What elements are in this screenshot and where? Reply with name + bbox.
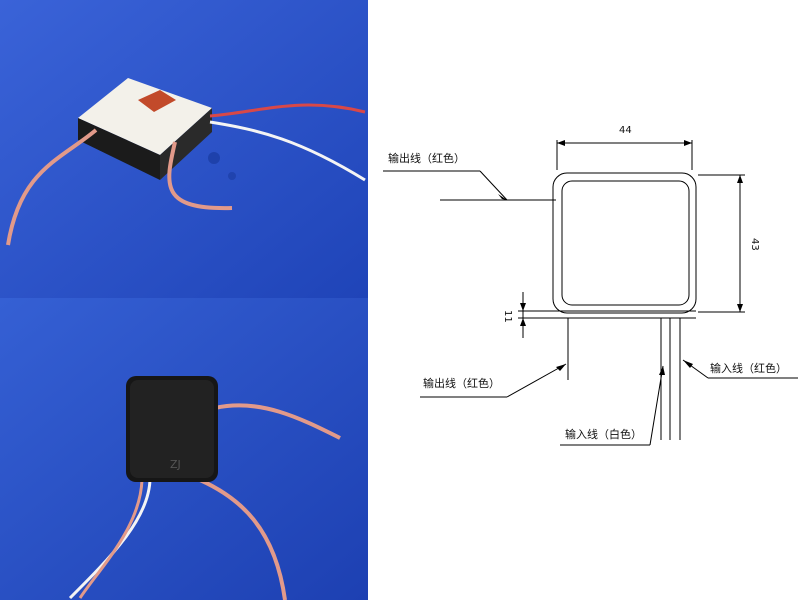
module-outline xyxy=(552,172,697,314)
module-inner-outline xyxy=(561,180,690,306)
label-input-red: 输入线（红色） xyxy=(710,361,787,375)
photo-bottom-module: ZJ xyxy=(0,298,368,600)
height-dimension-text: 43 xyxy=(749,238,760,251)
pink-wire-bottom-right xyxy=(199,478,287,600)
photo-top-module xyxy=(0,0,368,298)
pink-wire-bottom-left xyxy=(78,479,144,599)
width-dimension-text: 44 xyxy=(619,125,632,136)
leader-output-bottom xyxy=(506,363,567,398)
module-mark: ZJ xyxy=(170,458,181,471)
leader-output-top xyxy=(479,170,508,201)
module-body xyxy=(78,78,212,180)
white-wire-right xyxy=(209,120,366,182)
photo-bottom-svg: ZJ xyxy=(0,298,368,600)
pink-wire-middle xyxy=(167,141,233,211)
red-wire-right xyxy=(209,103,366,118)
label-input-white: 输入线（白色） xyxy=(565,427,642,441)
label-output-bottom: 输出线（红色） xyxy=(423,376,500,390)
pink-wire-left xyxy=(6,128,98,246)
label-output-top: 输出线（红色） xyxy=(388,151,465,165)
thickness-dimension-text: 11 xyxy=(502,310,513,323)
technical-drawing: 44 43 11 输出线（红色） 输出线（红色） 输入线（白色） 输入线（红色） xyxy=(383,125,798,446)
leader-input-white xyxy=(649,365,664,446)
red-component xyxy=(138,90,176,112)
white-wire-bottom xyxy=(68,477,152,600)
pink-wire-right xyxy=(214,403,341,440)
photo-top-svg xyxy=(0,0,368,298)
